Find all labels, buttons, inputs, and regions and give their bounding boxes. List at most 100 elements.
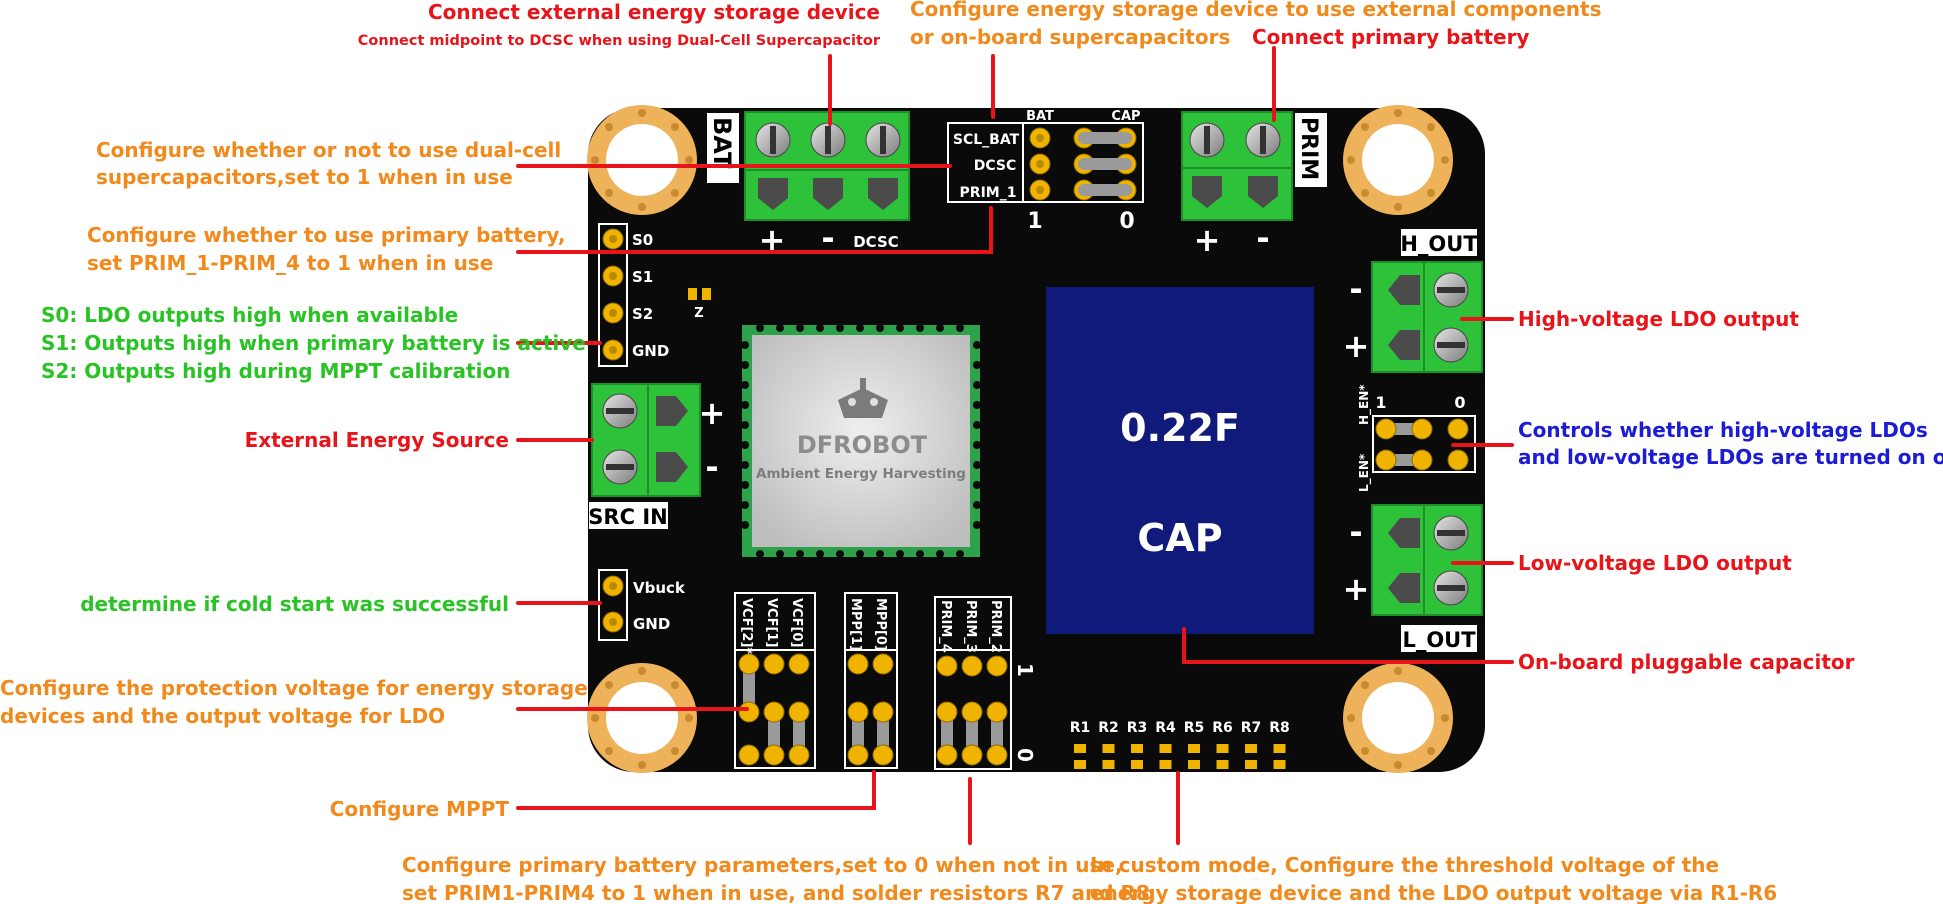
- annotation-s1: S1: Outputs high when primary battery is…: [41, 331, 586, 355]
- screw-icon: [1433, 515, 1469, 551]
- module-subtitle: Ambient Energy Harvesting: [756, 466, 966, 482]
- resistor-label-r2: R2: [1098, 720, 1119, 736]
- gnd-silk: GND: [632, 342, 669, 360]
- annotation-protection-2: devices and the output voltage for LDO: [0, 704, 445, 728]
- storage-jumper-pads: [1029, 127, 1137, 201]
- resistor-label-r3: R3: [1127, 720, 1148, 736]
- h-out-minus: -: [1349, 270, 1362, 308]
- annotation-mppt: Configure MPPT: [330, 797, 510, 821]
- src-in-silk-label: SRC IN: [588, 505, 667, 529]
- annotation-pluggable-cap: On-board pluggable capacitor: [1518, 650, 1855, 674]
- prim-jumper-zero: 0: [1013, 748, 1037, 762]
- l-out-plus: +: [1343, 570, 1370, 608]
- h-out-plus: +: [1343, 327, 1370, 365]
- mpp0-silk: MPP[0]: [873, 598, 888, 651]
- annotation-protection-1: Configure the protection voltage for ene…: [0, 676, 588, 700]
- resistor-pad-r5-1: [1188, 744, 1200, 753]
- z-pad-left: [688, 288, 697, 300]
- resistor-pad-r5-2: [1188, 760, 1200, 769]
- prim-silk-box: [1295, 113, 1327, 187]
- jumper-bat-label: BAT: [1026, 109, 1054, 124]
- h-en-silk: H_EN*: [1357, 384, 1372, 425]
- src-in-minus: -: [705, 448, 718, 486]
- resistor-pad-r6-1: [1216, 744, 1229, 753]
- annotation-custom-1: In custom mode, Configure the threshold …: [1090, 853, 1719, 877]
- mpp1-silk: MPP[1]: [848, 598, 863, 651]
- l-out-silk-label: L_OUT: [1402, 628, 1476, 652]
- l-en-silk: L_EN*: [1357, 453, 1372, 492]
- cap-value: 0.22F: [1120, 406, 1240, 450]
- vbuck-gnd-silk: GND: [633, 615, 670, 633]
- screw-icon: [865, 122, 901, 158]
- h-out-silk-box: [1401, 229, 1477, 256]
- resistor-pad-r6-2: [1216, 760, 1229, 769]
- annotation-dual-cell-1: Configure whether or not to use dual-cel…: [96, 138, 561, 162]
- mpp-jumper-outline: [844, 592, 898, 769]
- annotation-dcsc-midpoint: Connect midpoint to DCSC when using Dual…: [358, 33, 881, 49]
- screw-icon: [1433, 327, 1469, 363]
- resistor-label-r1: R1: [1070, 720, 1091, 736]
- s0-silk: S0: [632, 231, 653, 249]
- resistor-pad-r7-1: [1245, 744, 1257, 753]
- mounting-hole-top-right: [1343, 105, 1453, 215]
- src-in-silk-box: [589, 502, 668, 529]
- vcf-jumper-pads: [738, 653, 810, 766]
- vcf-jumper-outline: [734, 592, 816, 769]
- annotation-connect-storage: Connect external energy storage device: [428, 0, 880, 24]
- bat-silk-label: BAT: [708, 117, 736, 169]
- resistor-label-r6: R6: [1212, 720, 1233, 736]
- vcf0-silk: VCF[0]: [789, 598, 804, 647]
- annotation-cold-start: determine if cold start was successful: [80, 592, 509, 616]
- resistor-pad-r8-2: [1273, 760, 1286, 769]
- annotation-configure-storage-1: Configure energy storage device to use e…: [910, 0, 1601, 21]
- resistor-pad-r1-1: [1074, 744, 1086, 753]
- jumper-dcsc-label: DCSC: [974, 158, 1017, 174]
- resistor-label-r5: R5: [1184, 720, 1205, 736]
- screw-icon: [1189, 122, 1225, 158]
- screw-icon: [810, 122, 846, 158]
- bat-silk-box: [707, 113, 739, 183]
- prim2-silk: PRIM_2: [988, 600, 1003, 653]
- prim-terminal: [1181, 111, 1293, 221]
- s2-silk: S2: [632, 305, 653, 323]
- annotation-ldo-control-1: Controls whether high-voltage LDOs: [1518, 418, 1928, 442]
- mounting-hole-top-left: [587, 105, 697, 215]
- dfrobot-logo-icon: [838, 378, 888, 418]
- jumper-one-label: 1: [1027, 209, 1042, 234]
- screw-icon: [755, 122, 791, 158]
- screw-icon: [1433, 570, 1469, 606]
- jumper-cap-label: CAP: [1111, 109, 1140, 124]
- h-out-silk-label: H_OUT: [1400, 232, 1478, 256]
- screw-icon: [602, 393, 638, 429]
- annotation-s0: S0: LDO outputs high when available: [41, 303, 458, 327]
- prim-plus: +: [1194, 221, 1221, 259]
- storage-jumper-outline: [947, 122, 1144, 203]
- l-out-terminal: [1371, 504, 1483, 616]
- src-in-terminal: [591, 383, 701, 497]
- resistor-pad-r2-1: [1102, 744, 1115, 753]
- resistor-label-r7: R7: [1241, 720, 1262, 736]
- vcf2-silk: VCF[2]*: [739, 598, 754, 654]
- resistor-label-r8: R8: [1269, 720, 1290, 736]
- vcf1-silk: VCF[1]: [764, 598, 779, 647]
- jumper-scl-bat-label: SCL_BAT: [953, 132, 1020, 148]
- z-silk: Z: [694, 306, 703, 321]
- resistor-pad-r8-1: [1273, 744, 1286, 753]
- annotation-configure-storage-2: or on-board supercapacitors: [910, 25, 1230, 49]
- annotation-use-primary-1: Configure whether to use primary battery…: [87, 223, 566, 247]
- harvesting-module-shield: [752, 335, 970, 547]
- status-header-pads: [602, 228, 624, 361]
- cap-name: CAP: [1137, 516, 1222, 560]
- resistor-pad-r3-2: [1131, 760, 1143, 769]
- en-jumper-pads: [1375, 418, 1469, 471]
- jumper-prim1-label: PRIM_1: [960, 185, 1017, 201]
- screw-icon: [602, 449, 638, 485]
- en-zero-silk: 0: [1454, 393, 1465, 412]
- resistor-pad-r2-2: [1102, 760, 1115, 769]
- bat-dcsc-label: DCSC: [853, 233, 899, 251]
- screw-icon: [1433, 272, 1469, 308]
- module-castellations: [741, 324, 981, 558]
- annotation-connect-primary: Connect primary battery: [1252, 25, 1529, 49]
